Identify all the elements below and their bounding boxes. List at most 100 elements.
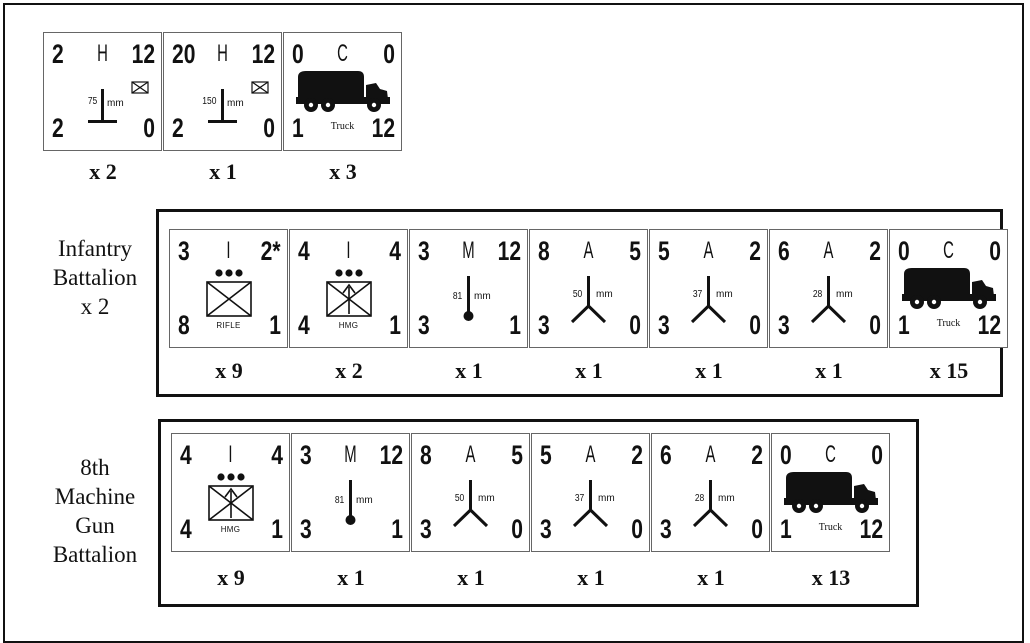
movement-factor: 0	[869, 310, 881, 340]
truck-icon	[902, 268, 996, 309]
attack-factor: 8	[420, 440, 432, 470]
machine-gun-battalion-icon	[208, 473, 254, 521]
mm-unit: mm	[836, 289, 853, 300]
caliber-value: 75	[87, 96, 98, 107]
mm-unit: mm	[356, 495, 373, 506]
counter-quantity: x 1	[209, 159, 237, 184]
range-factor: 12	[497, 236, 521, 266]
range-factor: 0	[989, 236, 1001, 266]
attack-factor: 5	[658, 236, 670, 266]
defense-factor: 4	[180, 514, 192, 544]
defense-factor: 3	[778, 310, 790, 340]
caliber-value: 150	[202, 96, 217, 107]
unit-type-letter: A	[585, 441, 596, 468]
infantry-group-label: Infantry Battalion x 2	[52, 236, 138, 319]
counter-quantity: x 1	[577, 565, 605, 590]
counter-quantity: x 1	[695, 358, 723, 383]
antitank-gun-icon	[572, 480, 609, 528]
mg-battalion-group-box	[158, 419, 919, 607]
attack-factor: 6	[778, 236, 790, 266]
counter-quantity: x 1	[455, 358, 483, 383]
unit-type-letter: A	[703, 237, 714, 264]
unit-size-label: HMG	[338, 321, 359, 330]
counter-quantity: x 1	[337, 565, 365, 590]
howitzer-icon	[88, 81, 149, 123]
range-factor: 0	[871, 440, 883, 470]
movement-factor: 1	[271, 514, 283, 544]
movement-factor: 0	[263, 113, 275, 143]
movement-factor: 1	[269, 310, 281, 340]
unit-type-letter: I	[228, 441, 233, 468]
movement-factor: 12	[859, 514, 883, 544]
movement-factor: 1	[509, 310, 521, 340]
defense-factor: 8	[178, 310, 190, 340]
attack-factor: 3	[300, 440, 312, 470]
mortar-icon	[463, 276, 474, 321]
range-factor: 2*	[261, 236, 281, 266]
antitank-gun-icon	[692, 480, 729, 528]
movement-factor: 0	[511, 514, 523, 544]
mm-unit: mm	[716, 289, 733, 300]
unit-type-letter: A	[705, 441, 716, 468]
defense-factor: 1	[780, 514, 792, 544]
unit-type-letter: M	[462, 237, 475, 264]
defense-factor: 3	[538, 310, 550, 340]
truck-icon	[296, 71, 390, 112]
unit-type-letter: H	[97, 40, 108, 67]
range-factor: 5	[629, 236, 641, 266]
counter-quantity: x 1	[815, 358, 843, 383]
defense-factor: 2	[52, 113, 64, 143]
machine-gun-battalion-icon	[326, 269, 372, 317]
range-factor: 12	[131, 39, 155, 69]
movement-factor: 1	[391, 514, 403, 544]
mm-unit: mm	[596, 289, 613, 300]
counter-quantity: x 1	[575, 358, 603, 383]
unit-type-letter: C	[943, 237, 954, 264]
range-factor: 5	[511, 440, 523, 470]
movement-factor: 12	[371, 113, 395, 143]
attack-factor: 4	[180, 440, 192, 470]
caliber-value: 28	[812, 289, 823, 300]
mm-unit: mm	[107, 98, 124, 109]
unit-size-label: RIFLE	[216, 321, 241, 330]
defense-factor: 3	[658, 310, 670, 340]
counter-quantity: x 2	[89, 159, 117, 184]
antitank-gun-icon	[452, 480, 489, 528]
unit-type-letter: A	[583, 237, 594, 264]
unit-type-letter: A	[823, 237, 834, 264]
counter-quantity: x 1	[457, 565, 485, 590]
attack-factor: 0	[898, 236, 910, 266]
movement-factor: 0	[629, 310, 641, 340]
unit-type-letter: M	[344, 441, 357, 468]
range-factor: 4	[389, 236, 401, 266]
attack-factor: 3	[178, 236, 190, 266]
caliber-value: 28	[694, 493, 705, 504]
attack-factor: 6	[660, 440, 672, 470]
unit-counter-rifle: 3 2* 8 1 I RIFLE	[169, 229, 288, 348]
mm-unit: mm	[598, 493, 615, 504]
caliber-value: 50	[454, 493, 465, 504]
unit-type-letter: I	[346, 237, 351, 264]
counter-quantity: x 13	[811, 565, 851, 590]
movement-factor: 0	[631, 514, 643, 544]
unit-type-letter: I	[226, 237, 231, 264]
attack-factor: 0	[292, 39, 304, 69]
truck-label: Truck	[330, 121, 355, 132]
movement-factor: 1	[389, 310, 401, 340]
caliber-value: 37	[574, 493, 585, 504]
defense-factor: 1	[292, 113, 304, 143]
attack-factor: 8	[538, 236, 550, 266]
range-factor: 0	[383, 39, 395, 69]
